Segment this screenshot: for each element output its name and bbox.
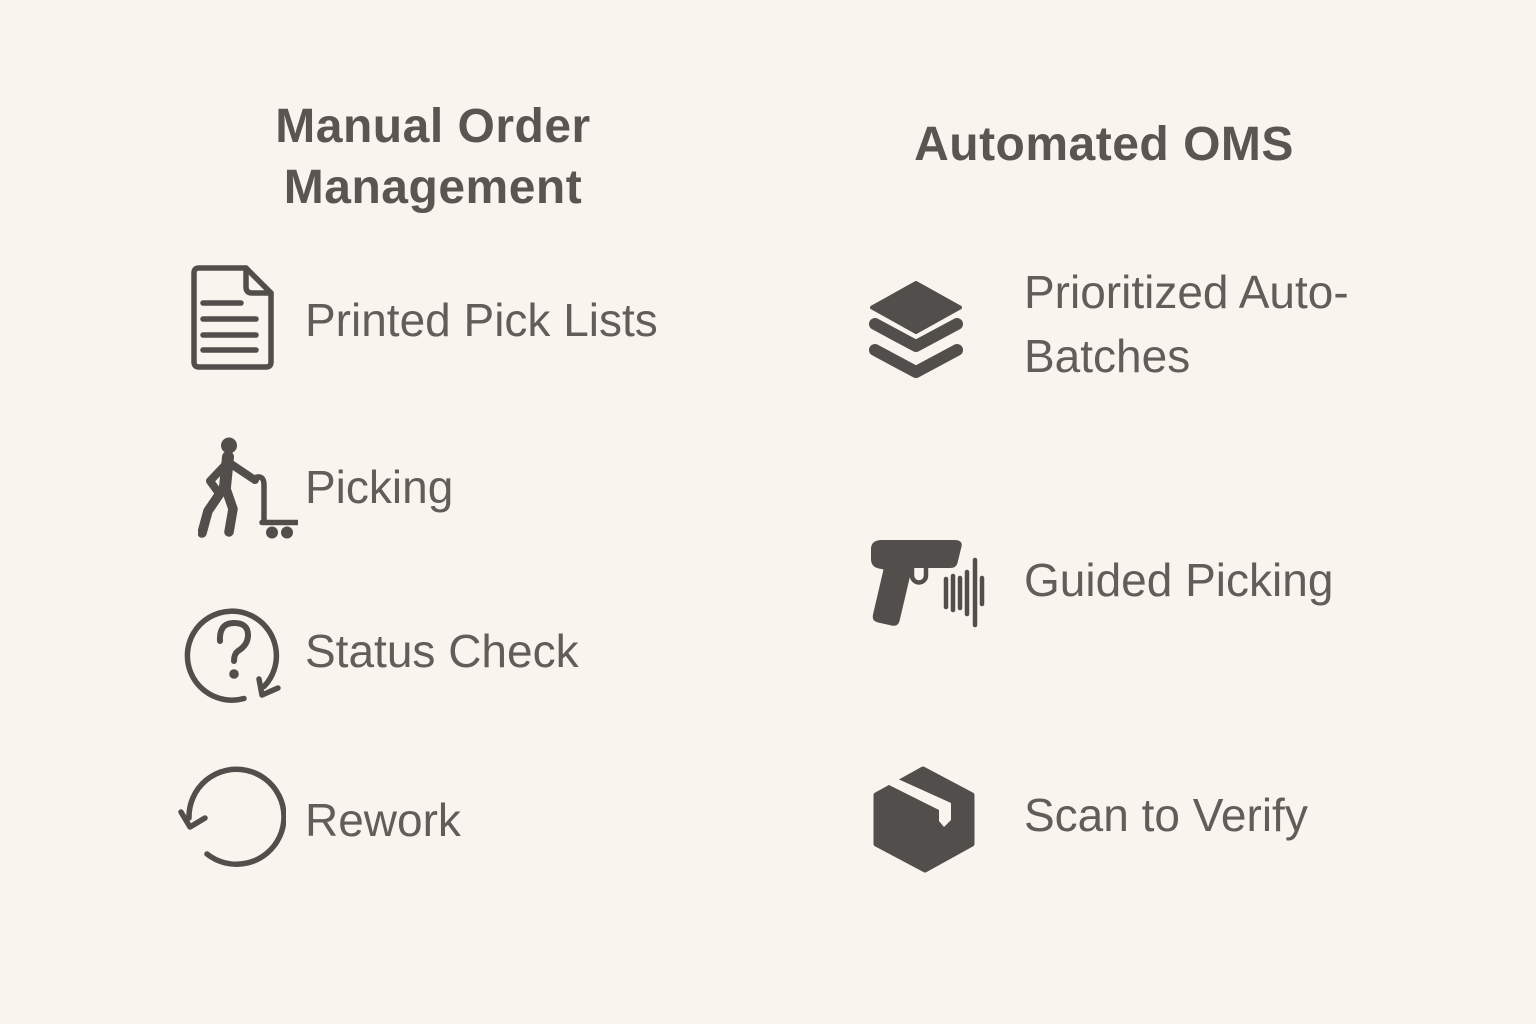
- item-label: Guided Picking: [1024, 554, 1334, 606]
- item-label: Status Check: [305, 625, 579, 677]
- item-label: Rework: [305, 794, 461, 846]
- item-label: Printed Pick Lists: [305, 294, 658, 346]
- barcode-scanner-icon: [866, 536, 990, 628]
- item-label: Prioritized Auto-Batches: [1024, 266, 1349, 382]
- left-column-title: Manual Order Management: [275, 100, 591, 214]
- package-box-icon: [872, 763, 976, 875]
- item-label: Picking: [305, 461, 454, 513]
- rework-arrow-icon: [178, 762, 286, 872]
- layers-icon: [868, 281, 964, 381]
- right-column-title: Automated OMS: [914, 118, 1294, 171]
- document-icon: [186, 264, 276, 372]
- status-check-icon: [184, 601, 288, 705]
- picker-cart-icon: [198, 436, 298, 540]
- item-label: Scan to Verify: [1024, 789, 1308, 841]
